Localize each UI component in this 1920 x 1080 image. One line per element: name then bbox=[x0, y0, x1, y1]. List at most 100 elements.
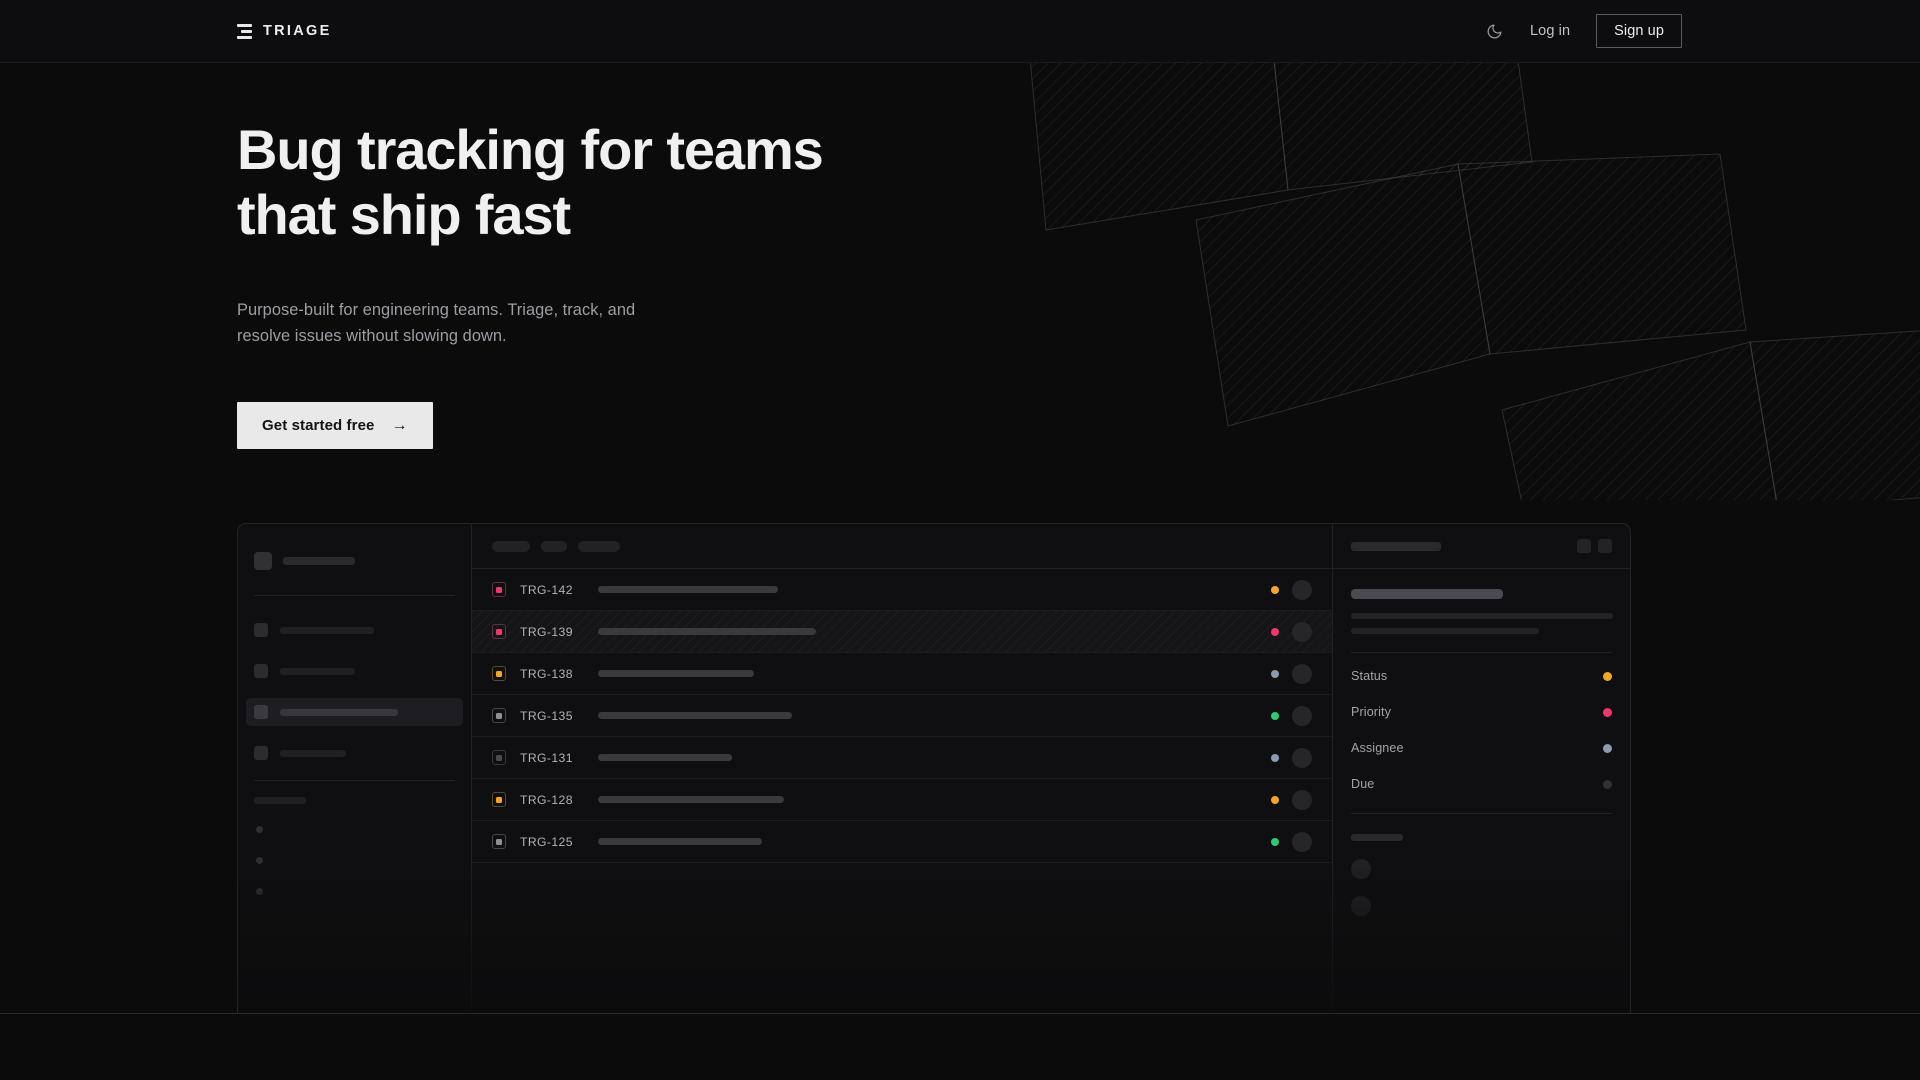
meta-row-status[interactable]: Status bbox=[1351, 669, 1612, 683]
table-row[interactable]: TRG-125 bbox=[472, 821, 1332, 863]
status-badge[interactable] bbox=[1271, 753, 1279, 762]
filter-chip-3[interactable] bbox=[578, 540, 620, 552]
nav-item-label-skeleton bbox=[280, 708, 398, 716]
row-meta bbox=[1271, 747, 1312, 768]
meta-value-dot[interactable] bbox=[1603, 671, 1612, 681]
avatar[interactable] bbox=[1292, 579, 1312, 600]
avatar[interactable] bbox=[1292, 789, 1312, 810]
close-button[interactable] bbox=[1598, 539, 1612, 553]
sidebar-divider bbox=[254, 595, 455, 596]
row-meta bbox=[1271, 663, 1312, 684]
detail-header-buttons bbox=[1577, 539, 1612, 553]
issue-title-skeleton bbox=[598, 712, 792, 719]
sub-item-dot-icon bbox=[256, 888, 263, 895]
filter-chip-2[interactable] bbox=[541, 540, 567, 552]
table-row[interactable]: TRG-139 bbox=[472, 611, 1332, 653]
issue-title-skeleton bbox=[598, 670, 754, 677]
arrow-right-icon: → bbox=[391, 416, 408, 434]
sidebar-nav bbox=[246, 616, 463, 767]
status-badge[interactable] bbox=[1271, 585, 1279, 594]
issue-id: TRG-131 bbox=[520, 750, 573, 765]
status-badge[interactable] bbox=[1271, 795, 1279, 804]
stacked-bars-icon bbox=[237, 23, 252, 39]
nav-item-icon bbox=[254, 664, 268, 678]
sidebar-nav-item-2[interactable] bbox=[246, 657, 463, 685]
sidebar-sub-item-3[interactable] bbox=[254, 888, 455, 895]
sidebar-divider-2 bbox=[254, 780, 455, 781]
sidebar-sub-item-1[interactable] bbox=[254, 826, 455, 833]
brand-logo[interactable]: TRIAGE bbox=[237, 23, 332, 39]
issue-title-skeleton bbox=[598, 628, 816, 635]
moon-icon[interactable] bbox=[1484, 21, 1504, 41]
hero-subheading: Purpose-built for engineering teams. Tri… bbox=[237, 300, 636, 346]
avatar[interactable] bbox=[1292, 663, 1312, 684]
priority-dot bbox=[496, 712, 502, 719]
meta-label: Assignee bbox=[1351, 741, 1404, 755]
row-meta bbox=[1271, 789, 1312, 810]
nav-item-label-skeleton bbox=[280, 667, 355, 675]
priority-dot bbox=[496, 586, 502, 593]
table-row[interactable]: TRG-131 bbox=[472, 737, 1332, 779]
activity-avatar-2[interactable] bbox=[1351, 896, 1371, 916]
priority-indicator[interactable] bbox=[492, 666, 506, 681]
activity-avatars bbox=[1351, 859, 1612, 916]
avatar[interactable] bbox=[1292, 747, 1312, 768]
table-row[interactable]: TRG-138 bbox=[472, 653, 1332, 695]
sidebar-section-label-skeleton bbox=[254, 797, 306, 804]
status-badge[interactable] bbox=[1271, 669, 1279, 678]
nav-item-icon bbox=[254, 623, 268, 637]
meta-value-dot[interactable] bbox=[1603, 779, 1612, 789]
filter-chip-1[interactable] bbox=[492, 540, 530, 552]
status-badge[interactable] bbox=[1271, 711, 1279, 720]
meta-label: Status bbox=[1351, 669, 1388, 683]
login-link[interactable]: Log in bbox=[1530, 23, 1571, 39]
detail-title-skeleton bbox=[1351, 589, 1503, 599]
issue-id: TRG-125 bbox=[520, 834, 573, 849]
sidebar-sub-item-2[interactable] bbox=[254, 857, 455, 864]
meta-label: Due bbox=[1351, 777, 1375, 791]
meta-value-dot[interactable] bbox=[1603, 707, 1612, 717]
priority-dot bbox=[496, 796, 502, 803]
priority-dot bbox=[496, 670, 502, 677]
row-meta bbox=[1271, 621, 1312, 642]
table-row[interactable]: TRG-135 bbox=[472, 695, 1332, 737]
description-line-1 bbox=[1351, 613, 1613, 619]
sidebar-nav-item-1[interactable] bbox=[246, 616, 463, 644]
meta-value-dot[interactable] bbox=[1603, 743, 1612, 753]
status-badge[interactable] bbox=[1271, 837, 1279, 846]
priority-indicator[interactable] bbox=[492, 750, 506, 765]
nav-item-icon bbox=[254, 705, 268, 719]
meta-row-priority[interactable]: Priority bbox=[1351, 705, 1612, 719]
sidebar-workspace[interactable] bbox=[254, 552, 455, 570]
priority-indicator[interactable] bbox=[492, 834, 506, 849]
issue-id: TRG-139 bbox=[520, 624, 573, 639]
row-meta bbox=[1271, 831, 1312, 852]
nav-item-label-skeleton bbox=[280, 626, 374, 634]
priority-indicator[interactable] bbox=[492, 708, 506, 723]
more-button[interactable] bbox=[1577, 539, 1591, 553]
hero-section: Bug tracking for teams that ship fast Pu… bbox=[237, 118, 824, 450]
table-row[interactable]: TRG-142 bbox=[472, 569, 1332, 611]
meta-row-assignee[interactable]: Assignee bbox=[1351, 741, 1612, 755]
priority-dot bbox=[496, 838, 502, 845]
status-badge[interactable] bbox=[1271, 627, 1279, 636]
detail-divider bbox=[1351, 652, 1612, 653]
sub-item-dot-icon bbox=[256, 826, 263, 833]
priority-indicator[interactable] bbox=[492, 624, 506, 639]
avatar[interactable] bbox=[1292, 621, 1312, 642]
avatar[interactable] bbox=[1292, 831, 1312, 852]
signup-button[interactable]: Sign up bbox=[1596, 14, 1682, 48]
avatar[interactable] bbox=[1292, 705, 1312, 726]
table-row[interactable]: TRG-128 bbox=[472, 779, 1332, 821]
sidebar-nav-item-3[interactable] bbox=[246, 698, 463, 726]
meta-row-due[interactable]: Due bbox=[1351, 777, 1612, 791]
priority-indicator[interactable] bbox=[492, 582, 506, 597]
sidebar-nav-item-4[interactable] bbox=[246, 739, 463, 767]
get-started-button[interactable]: Get started free → bbox=[237, 402, 433, 450]
priority-indicator[interactable] bbox=[492, 792, 506, 807]
meta-label: Priority bbox=[1351, 705, 1391, 719]
activity-avatar-1[interactable] bbox=[1351, 859, 1371, 879]
